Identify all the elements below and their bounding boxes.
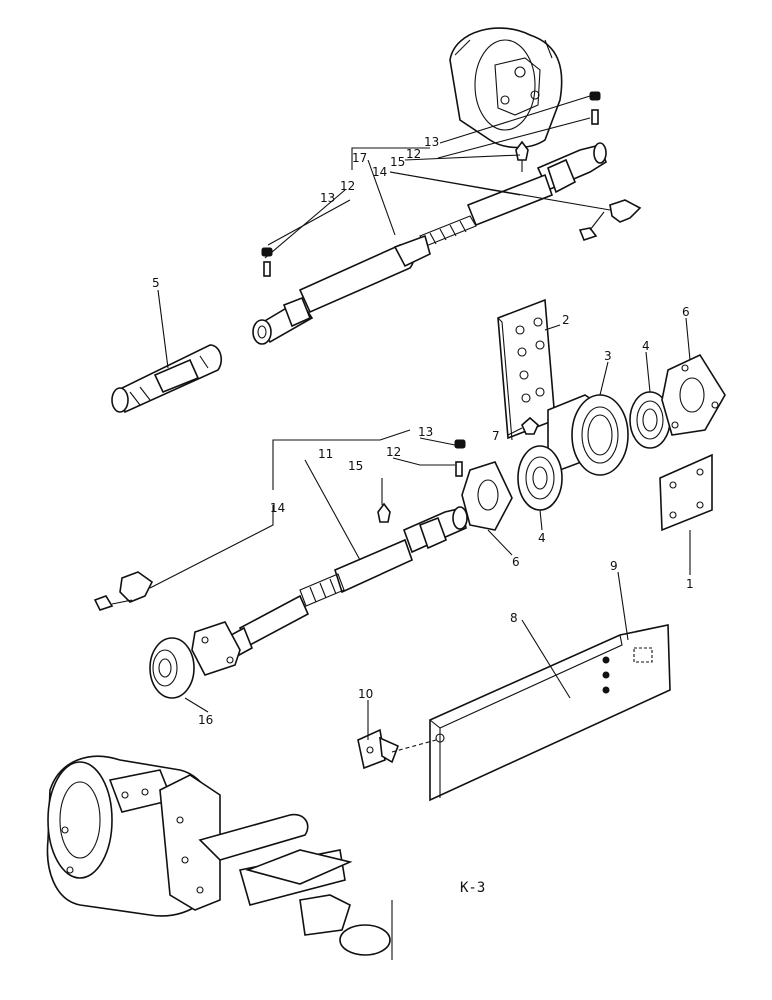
leader-lines [149, 95, 691, 740]
callout-12-upper-right: 12 [406, 147, 421, 161]
callout-7: 7 [492, 429, 500, 443]
callout-5: 5 [152, 276, 160, 290]
callout-13-upper-right: 13 [424, 135, 439, 149]
callout-6-left: 6 [512, 555, 520, 569]
rear-axle-housing [46, 755, 393, 960]
callout-17: 17 [352, 151, 367, 165]
callout-13-upper-left: 13 [320, 191, 335, 205]
callout-8: 8 [510, 611, 518, 625]
callout-13-lower: 13 [418, 425, 433, 439]
callout-2: 2 [562, 313, 570, 327]
callout-3: 3 [604, 349, 612, 363]
spline-stub-shaft [111, 344, 222, 414]
callout-1: 1 [686, 577, 694, 591]
bearing-bracket-assembly [461, 298, 726, 532]
callout-4-right: 4 [642, 339, 650, 353]
upper-drive-shaft [252, 91, 642, 345]
callout-14-upper: 14 [372, 165, 387, 179]
callout-15-lower: 15 [348, 459, 363, 473]
callout-11: 11 [318, 447, 333, 461]
callout-12-lower: 12 [386, 445, 401, 459]
diagram-title: K-3 [460, 880, 485, 896]
callout-15-upper: 15 [390, 155, 405, 169]
callout-16: 16 [198, 713, 213, 727]
shaft-guard-assembly [357, 624, 671, 802]
callout-14-lower: 14 [270, 501, 285, 515]
callout-labels: 2 3 4 6 5 7 1 4 6 8 9 10 16 11 13 12 15 … [152, 135, 694, 727]
callout-10: 10 [358, 687, 373, 701]
callout-12-upper-left: 12 [340, 179, 355, 193]
callout-4-left: 4 [538, 531, 546, 545]
lower-drive-shaft [93, 439, 468, 699]
callout-6-right: 6 [682, 305, 690, 319]
engine-pulley-housing [449, 27, 563, 149]
callout-9: 9 [610, 559, 618, 573]
